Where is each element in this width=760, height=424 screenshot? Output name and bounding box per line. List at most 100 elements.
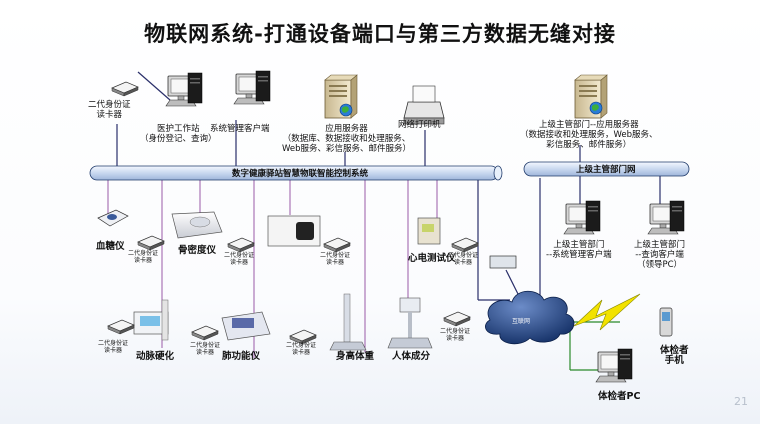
bone-density-pad bbox=[189, 216, 211, 228]
id-reader-top-label: 二代身份证读卡器 bbox=[88, 100, 131, 120]
body-comp-card-reader bbox=[443, 311, 471, 327]
doctor-ws-label-line-1: 医护工作站 bbox=[157, 124, 200, 134]
arterio-label-line-1: 动脉硬化 bbox=[136, 351, 175, 362]
card-reader-caption-3: 二代身份证读卡器 bbox=[320, 252, 350, 266]
printer-label-line-1: 网络打印机 bbox=[398, 120, 441, 130]
blood-sugar-label-line-1: 血糖仪 bbox=[96, 241, 125, 252]
lung-label-line-1: 肺功能仪 bbox=[222, 351, 261, 362]
reader-to-doctor-link bbox=[137, 71, 171, 101]
card-reader-caption-5-line-1: 二代身份证 bbox=[98, 340, 129, 347]
upper-query-label: 上级主管部门--查询客户端（领导PC） bbox=[634, 240, 685, 270]
id-card-reader-top bbox=[111, 81, 139, 97]
internet-label: 互联网 bbox=[512, 318, 531, 325]
converter-box bbox=[489, 255, 517, 269]
checkup-pc-label-line-1: 体检者PC bbox=[598, 391, 641, 402]
height-scale-base bbox=[329, 341, 367, 351]
card-reader-caption-8-line-1: 二代身份证 bbox=[440, 328, 471, 335]
upper-server-globe-icon bbox=[589, 101, 603, 115]
card-reader-caption-7-line-2: 读卡器 bbox=[292, 349, 311, 356]
app-server-globe-icon bbox=[339, 103, 353, 117]
card-reader-caption-4-line-1: 二代身份证 bbox=[448, 252, 479, 259]
arterio-label: 动脉硬化 bbox=[136, 352, 174, 362]
phone-label-line-2: 手机 bbox=[664, 355, 684, 366]
phone-label: 体检者手机 bbox=[660, 346, 689, 366]
sys-client-label-line-1: 系统管理客户端 bbox=[210, 124, 270, 134]
upper-query-label-line-1: 上级主管部门 bbox=[634, 240, 686, 250]
bone-density-card-reader bbox=[227, 237, 255, 253]
id-reader-top-label-line-1: 二代身份证 bbox=[88, 100, 131, 110]
card-reader-caption-7-line-1: 二代身份证 bbox=[286, 342, 317, 349]
bone-density-label: 骨密度仪 bbox=[178, 246, 216, 256]
card-reader-caption-6-line-1: 二代身份证 bbox=[190, 342, 221, 349]
upper-mgmt-label-line-1: 上级主管部门 bbox=[553, 240, 605, 250]
card-reader-caption-5-line-2: 读卡器 bbox=[104, 347, 123, 354]
upper-mgmt-label-line-2: --系统管理客户端 bbox=[546, 250, 612, 260]
card-reader-caption-8-line-2: 读卡器 bbox=[446, 335, 465, 342]
app-server-label-line-3: Web服务、彩信服务、邮件服务） bbox=[282, 144, 412, 154]
blood-sugar-label: 血糖仪 bbox=[96, 242, 125, 252]
ecg-unit bbox=[296, 222, 314, 240]
upper-server-label-line-1: 上级主管部门--应用服务器 bbox=[538, 120, 639, 130]
upper-mgmt-label: 上级主管部门--系统管理客户端 bbox=[546, 240, 612, 260]
upper-server-label-line-2: （数据接收和处理服务，Web服务、 bbox=[520, 130, 658, 140]
upper-bus-label: 上级主管部门网 bbox=[576, 165, 636, 175]
app-server-label: 应用服务器（数据库、数据接收和处理服务、Web服务、彩信服务、邮件服务） bbox=[282, 124, 411, 154]
card-reader-caption-6: 二代身份证读卡器 bbox=[190, 342, 220, 356]
arterio-card-reader bbox=[107, 319, 135, 335]
main-bus-end bbox=[493, 165, 503, 181]
card-reader-caption-7: 二代身份证读卡器 bbox=[286, 342, 316, 356]
upper-mgmt-pc bbox=[563, 200, 601, 235]
checkup-pc-label: 体检者PC bbox=[598, 392, 640, 402]
arterio-stand bbox=[161, 299, 169, 341]
id-reader-top-label-line-2: 读卡器 bbox=[96, 110, 123, 120]
card-reader-caption-1-line-2: 读卡器 bbox=[134, 257, 153, 264]
card-reader-caption-4: 二代身份证读卡器 bbox=[448, 252, 478, 266]
ecg-screen bbox=[422, 224, 434, 232]
body-comp-head bbox=[399, 297, 421, 313]
ecg-label: 心电测试仪 bbox=[408, 254, 456, 264]
ecg-label-line-1: 心电测试仪 bbox=[408, 253, 456, 264]
height-weight-label: 身高体重 bbox=[336, 352, 374, 362]
upper-query-label-line-2: --查询客户端 bbox=[635, 250, 684, 260]
card-reader-caption-2-line-1: 二代身份证 bbox=[224, 252, 255, 259]
page-number: 21 bbox=[734, 395, 748, 408]
upper-query-pc bbox=[647, 200, 685, 235]
card-reader-caption-2: 二代身份证读卡器 bbox=[224, 252, 254, 266]
blood-sugar-card-reader bbox=[137, 235, 165, 251]
printer-base bbox=[403, 117, 445, 125]
printer-paper bbox=[412, 85, 436, 103]
phone-label-line-1: 体检者 bbox=[660, 345, 689, 356]
printer-body bbox=[403, 101, 445, 119]
card-reader-caption-3-line-2: 读卡器 bbox=[326, 259, 345, 266]
lung-screen bbox=[232, 318, 254, 328]
app-server-label-line-1: 应用服务器 bbox=[325, 124, 368, 134]
doctor-ws-label: 医护工作站（身份登记、查询） bbox=[140, 124, 217, 144]
arterio-screen bbox=[140, 316, 160, 326]
card-reader-caption-1: 二代身份证读卡器 bbox=[128, 250, 158, 264]
printer-label: 网络打印机 bbox=[398, 120, 441, 130]
ecg-card-reader-1 bbox=[323, 237, 351, 253]
checkup-phone-screen bbox=[662, 312, 670, 321]
lung-card-reader bbox=[191, 325, 219, 341]
wireless-lightning bbox=[573, 293, 641, 331]
upper-query-label-line-3: （领导PC） bbox=[636, 260, 683, 270]
body-comp-label: 人体成分 bbox=[392, 352, 430, 362]
body-comp-label-line-1: 人体成分 bbox=[392, 351, 431, 362]
page-title: 物联网系统-打通设备端口与第三方数据无缝对接 bbox=[144, 22, 616, 46]
blood-sugar-display bbox=[107, 214, 117, 220]
bone-density-label-line-1: 骨密度仪 bbox=[178, 245, 217, 256]
card-reader-caption-6-line-2: 读卡器 bbox=[196, 349, 215, 356]
main-bus-label: 数字健康驿站智慧物联智能控制系统 bbox=[232, 169, 369, 179]
body-comp-pole bbox=[408, 312, 412, 338]
upper-server-label-line-3: 彩信服务、邮件服务） bbox=[546, 140, 632, 150]
converter-to-cloud-link bbox=[505, 269, 521, 299]
card-reader-caption-3-line-1: 二代身份证 bbox=[320, 252, 351, 259]
card-reader-caption-1-line-1: 二代身份证 bbox=[128, 250, 159, 257]
lung-label: 肺功能仪 bbox=[222, 352, 260, 362]
sys-client-label: 系统管理客户端 bbox=[210, 124, 270, 134]
card-reader-caption-2-line-2: 读卡器 bbox=[230, 259, 249, 266]
system-client-pc bbox=[233, 70, 271, 105]
internet-cloud bbox=[485, 290, 575, 345]
card-reader-caption-4-line-2: 读卡器 bbox=[454, 259, 473, 266]
